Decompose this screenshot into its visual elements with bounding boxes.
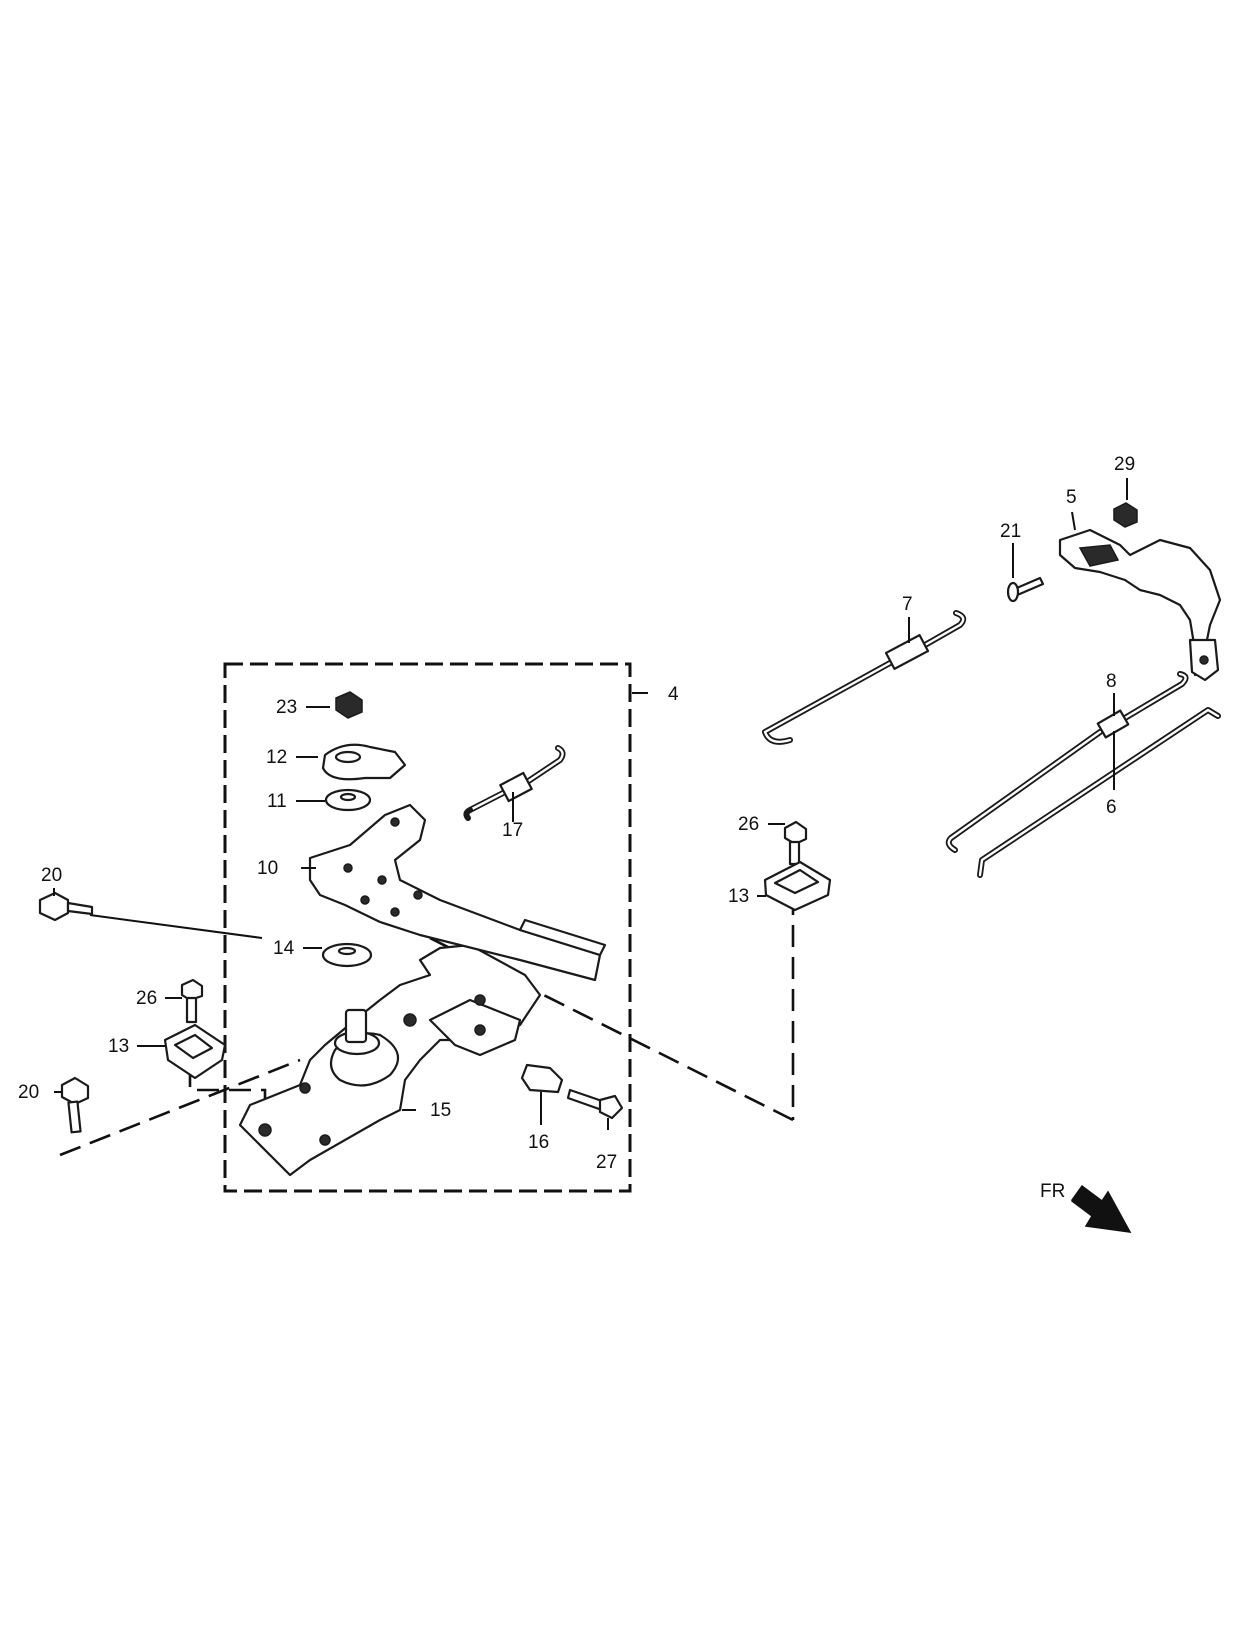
callout-6: 6 xyxy=(1106,797,1117,818)
clip-13-left xyxy=(163,1023,227,1080)
callout-5: 5 xyxy=(1066,487,1077,508)
callout-13-right: 13 xyxy=(728,886,749,907)
callout-labels: 4 5 29 21 7 8 6 23 12 11 10 14 15 16 17 … xyxy=(18,454,1135,1173)
nut-29 xyxy=(1113,502,1138,528)
callout-20-top: 20 xyxy=(41,865,62,886)
front-direction-indicator: FR xyxy=(1040,1181,1132,1233)
callout-4: 4 xyxy=(668,684,679,705)
lever-5 xyxy=(1058,528,1222,682)
plate-12 xyxy=(321,743,407,781)
spring-17 xyxy=(463,745,566,821)
callout-17: 17 xyxy=(502,820,523,841)
base-plate-15 xyxy=(238,943,542,1177)
callout-23: 23 xyxy=(276,697,297,718)
bolt-26-left xyxy=(180,978,204,1024)
nut-23 xyxy=(335,691,363,719)
callout-14: 14 xyxy=(273,938,295,959)
washer-14 xyxy=(321,942,373,968)
adjuster-16 xyxy=(520,1063,564,1094)
bolt-20-axis-line xyxy=(89,914,263,939)
front-direction-label: FR xyxy=(1040,1181,1065,1202)
dashed-connectors xyxy=(59,893,795,1157)
callout-16: 16 xyxy=(528,1132,549,1153)
callout-12: 12 xyxy=(266,747,287,768)
callout-7: 7 xyxy=(902,594,913,615)
lever-arm-10 xyxy=(308,803,607,982)
callout-21: 21 xyxy=(1000,521,1021,542)
leader-lines xyxy=(53,478,1128,1130)
screw-27 xyxy=(566,1088,624,1120)
spring-rod-8 xyxy=(945,671,1189,853)
callout-27: 27 xyxy=(596,1152,617,1173)
assembly-box-4 xyxy=(223,662,632,1193)
washer-11 xyxy=(324,788,372,812)
callout-15: 15 xyxy=(430,1100,451,1121)
pin-21 xyxy=(1006,576,1045,603)
bolt-26-right xyxy=(783,820,808,866)
bolt-20-top xyxy=(38,891,94,922)
spring-rod-7 xyxy=(762,610,967,745)
callout-8: 8 xyxy=(1106,671,1117,692)
callout-26-left: 26 xyxy=(136,988,157,1009)
callout-26-right: 26 xyxy=(738,814,759,835)
bolt-20-bottom xyxy=(60,1076,90,1134)
callout-29: 29 xyxy=(1114,454,1135,475)
rod-6 xyxy=(977,707,1221,878)
callout-20-bottom: 20 xyxy=(18,1082,39,1103)
callout-11: 11 xyxy=(267,791,287,812)
front-direction-arrow-icon xyxy=(1071,1184,1132,1233)
callout-13-left: 13 xyxy=(108,1036,129,1057)
callout-10: 10 xyxy=(257,858,278,879)
clip-13-right xyxy=(763,860,832,912)
